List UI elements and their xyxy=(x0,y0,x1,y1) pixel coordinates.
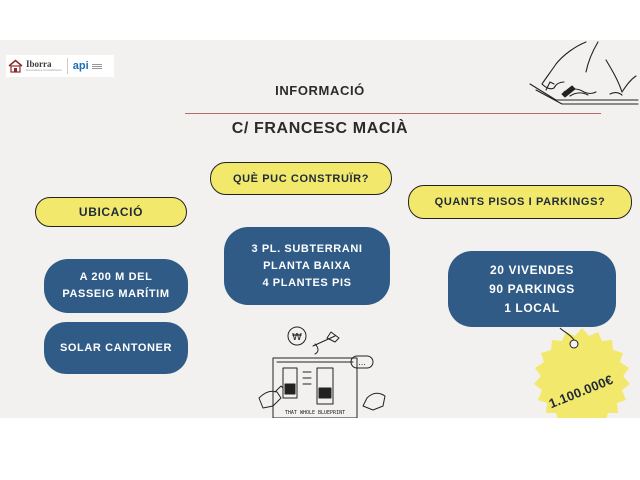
construir-label: QUÈ PUC CONSTRUÏR? xyxy=(210,162,392,195)
slide: Iborra Consultors Immobiliaris api INFOR… xyxy=(0,40,640,418)
pisos-line: 90 PARKINGS xyxy=(489,281,575,296)
address-subtitle: C/ FRANCESC MACIÀ xyxy=(231,120,409,137)
house-icon xyxy=(8,59,23,73)
blueprint-illustration: ₩ ... THAT WHOLE BLUEPRINT xyxy=(258,326,386,418)
plan-caption: THAT WHOLE BLUEPRINT xyxy=(285,410,345,416)
plan-bubble: ... xyxy=(358,358,366,367)
ubicacio-line: SOLAR CANTONER xyxy=(59,342,173,354)
ubicacio-box-corner: SOLAR CANTONER xyxy=(44,322,188,374)
hands-drawing-illustration xyxy=(529,41,639,105)
ubicacio-box-distance: A 200 M DEL PASSEIG MARÍTIM xyxy=(44,259,188,313)
logo-text: Iborra Consultors Immobiliaris xyxy=(26,60,62,72)
construir-line: PLANTA BAIXA xyxy=(263,259,351,272)
logo-brand: Iborra xyxy=(26,59,52,69)
pisos-line: 20 VIVENDES xyxy=(490,262,574,277)
logo-divider xyxy=(66,58,68,74)
plan-icon: ₩ xyxy=(292,332,302,343)
pisos-box: 20 VIVENDES 90 PARKINGS 1 LOCAL xyxy=(448,251,616,327)
ubicacio-line: A 200 M DEL xyxy=(79,271,153,283)
title-underline xyxy=(185,113,601,114)
pisos-line: 1 LOCAL xyxy=(504,300,560,315)
ubicacio-line: PASSEIG MARÍTIM xyxy=(62,288,170,300)
construir-line: 3 PL. SUBTERRANI xyxy=(251,242,363,255)
construir-box: 3 PL. SUBTERRANI PLANTA BAIXA 4 PLANTES … xyxy=(224,227,390,305)
page-title: INFORMACIÓ xyxy=(275,83,365,98)
ubicacio-label: UBICACIÓ xyxy=(35,197,187,227)
logo-api: api xyxy=(72,60,89,72)
price-seal-icon xyxy=(534,327,630,418)
pisos-label: QUANTS PISOS I PARKINGS? xyxy=(408,185,632,219)
construir-line: 4 PLANTES PIS xyxy=(262,276,352,289)
logo-api-lines xyxy=(91,63,102,69)
logo: Iborra Consultors Immobiliaris api xyxy=(6,55,114,77)
logo-subtitle: Consultors Immobiliaris xyxy=(26,68,62,72)
